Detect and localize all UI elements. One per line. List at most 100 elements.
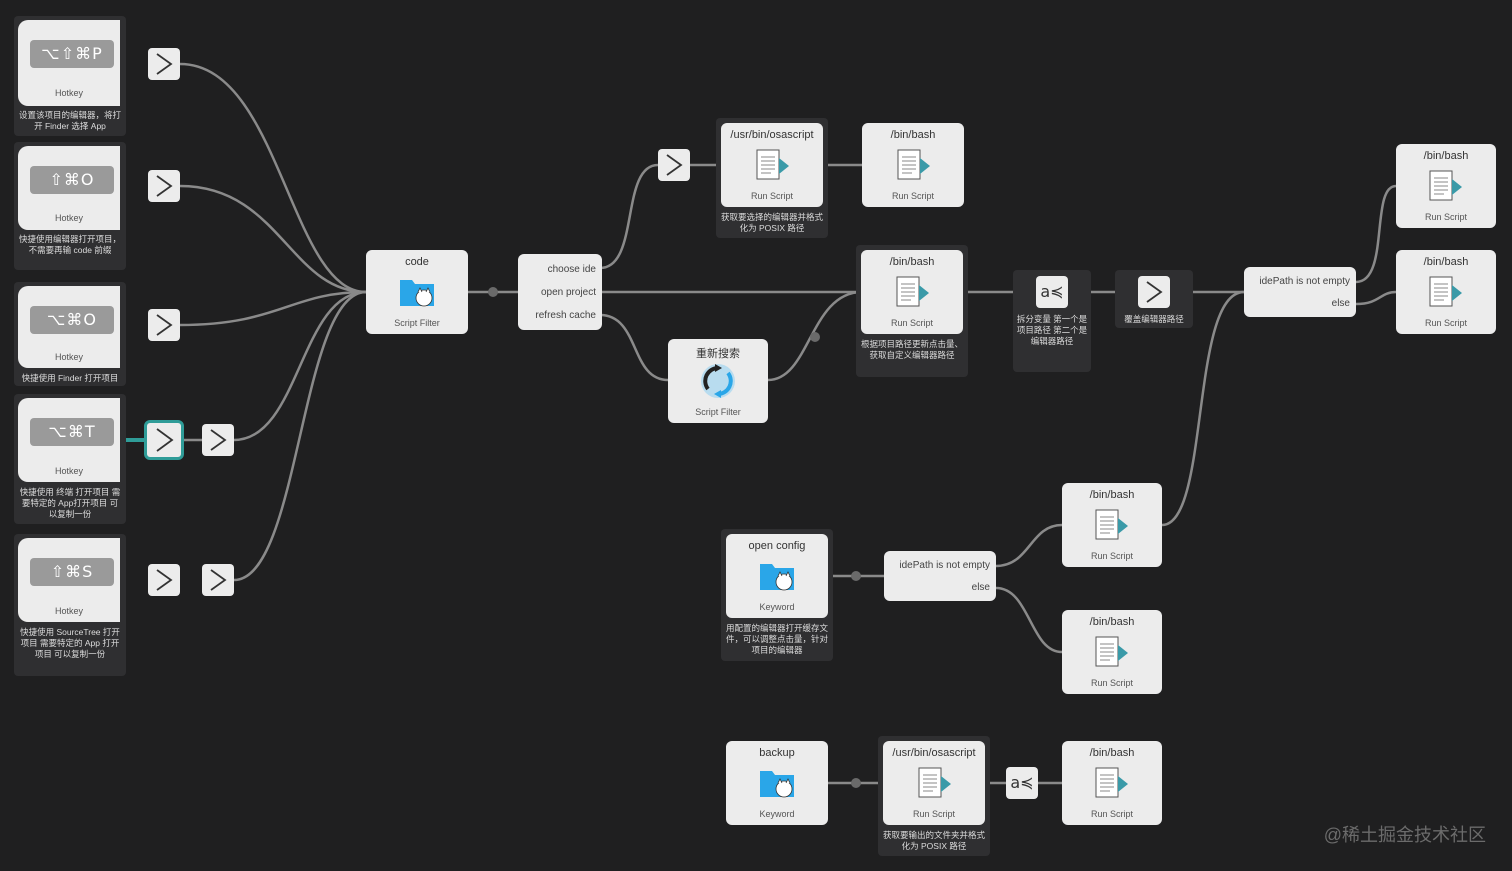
node-title: 重新搜索 bbox=[696, 348, 740, 360]
bash-node-7[interactable]: /bin/bash Run Script bbox=[1062, 741, 1162, 825]
bash-node-4[interactable]: /bin/bash Run Script bbox=[1396, 250, 1496, 334]
node-type-label: Hotkey bbox=[54, 213, 83, 223]
research-script-filter[interactable]: 重新搜索 Script Filter bbox=[668, 339, 768, 423]
chevron-right-icon bbox=[1146, 281, 1163, 303]
folder-cat-icon bbox=[760, 771, 794, 798]
arg-utility-arrow-6[interactable] bbox=[148, 564, 180, 596]
node-type-label: Run Script bbox=[1090, 678, 1134, 688]
run-script-icon bbox=[918, 767, 951, 798]
run-script-icon bbox=[896, 276, 929, 307]
run-script-icon bbox=[1095, 509, 1128, 540]
node-note: 用配置的编辑器打开缓存文件，可以调整点击量，针对项目的编辑器 bbox=[725, 623, 828, 655]
node-type-label: Run Script bbox=[1090, 809, 1134, 819]
choose-conditional[interactable]: choose ide open project refresh cache bbox=[518, 254, 602, 330]
override-node[interactable]: 覆盖编辑器路径 bbox=[1115, 270, 1193, 328]
node-title: /bin/bash bbox=[1089, 489, 1135, 501]
bash-node-5[interactable]: /bin/bash Run Script bbox=[1062, 483, 1162, 567]
split-args-box-2[interactable]: a≼ bbox=[1006, 767, 1038, 799]
condition-row: else bbox=[971, 582, 990, 593]
hotkey-card[interactable]: ⇧⌘S Hotkey bbox=[18, 538, 120, 622]
run-script-card[interactable]: /usr/bin/osascript Run Script bbox=[883, 741, 985, 825]
bash-node-3[interactable]: /bin/bash Run Script bbox=[1396, 144, 1496, 228]
node-type-label: Run Script bbox=[750, 191, 794, 201]
run-script-card[interactable]: /usr/bin/osascript Run Script bbox=[721, 123, 823, 207]
run-script-icon bbox=[756, 149, 789, 180]
condition-row: choose ide bbox=[547, 264, 596, 275]
open-config-node[interactable]: open config Keyword 用配置的编辑器打开缓存文件，可以调整点击… bbox=[721, 529, 833, 661]
node-note: 获取要输出的文件夹并格式化为 POSIX 路径 bbox=[882, 830, 985, 851]
hotkey-node-3[interactable]: ⌥⌘O Hotkey 快捷使用 Finder 打开项目 bbox=[14, 282, 126, 386]
node-note: 根据项目路径更新点击量、获取自定义编辑器路径 bbox=[860, 339, 963, 360]
node-title: /usr/bin/osascript bbox=[730, 129, 814, 141]
node-title: /usr/bin/osascript bbox=[892, 747, 976, 759]
node-note: 获取要选择的编辑器并格式化为 POSIX 路径 bbox=[720, 212, 823, 233]
idepath-conditional-2[interactable]: idePath is not empty else bbox=[884, 551, 996, 601]
node-type-label: Run Script bbox=[891, 191, 935, 201]
backup-keyword[interactable]: backup Keyword bbox=[726, 741, 828, 825]
split-args-icon: a≼ bbox=[1010, 773, 1034, 792]
watermark: @稀土掘金技术社区 bbox=[1323, 825, 1486, 845]
arg-utility-arrow-7[interactable] bbox=[202, 564, 234, 596]
hotkey-keys: ⌥⌘O bbox=[30, 306, 114, 334]
node-note: 快捷使用 SourceTree 打开项目 需要特定的 App 打开项目 可以复制… bbox=[20, 627, 120, 659]
osascript-node-1[interactable]: /usr/bin/osascript Run Script 获取要选择的编辑器并… bbox=[716, 118, 828, 238]
node-note: 快捷使用 Finder 打开项目 bbox=[21, 373, 119, 383]
folder-cat-icon bbox=[760, 564, 794, 591]
chevron-right-icon bbox=[156, 53, 173, 75]
node-type-label: Run Script bbox=[1090, 551, 1134, 561]
idepath-conditional-1[interactable]: idePath is not empty else bbox=[1244, 267, 1356, 317]
keyword-card[interactable]: open config Keyword bbox=[726, 534, 828, 618]
hotkey-node-4[interactable]: ⌥⌘T Hotkey 快捷使用 终端 打开项目 需要特定的 App打开项目 可以… bbox=[14, 394, 126, 524]
hotkey-node-2[interactable]: ⇧⌘O Hotkey 快捷使用编辑器打开项目，不需要再输 code 前缀 bbox=[14, 142, 126, 270]
arg-utility-arrow-3[interactable] bbox=[148, 309, 180, 341]
hotkey-node-5[interactable]: ⇧⌘S Hotkey 快捷使用 SourceTree 打开项目 需要特定的 Ap… bbox=[14, 534, 126, 676]
hotkey-keys: ⌥⌘T bbox=[30, 418, 114, 446]
bash-node-6[interactable]: /bin/bash Run Script bbox=[1062, 610, 1162, 694]
hotkey-keys: ⌥⇧⌘P bbox=[30, 40, 114, 68]
bash-node-1[interactable]: /bin/bash Run Script bbox=[862, 123, 964, 207]
split-args-node[interactable]: a≼ 拆分变量 第一个是项目路径 第二个是编辑器路径 bbox=[1013, 270, 1091, 372]
hotkey-node-1[interactable]: ⌥⇧⌘P Hotkey 设置该项目的编辑器，将打开 Finder 选择 App bbox=[14, 16, 126, 136]
node-type-label: Hotkey bbox=[54, 88, 83, 98]
hotkey-card[interactable]: ⌥⇧⌘P Hotkey bbox=[18, 20, 120, 106]
arg-utility-arrow-override[interactable] bbox=[1138, 276, 1170, 308]
junction-dot bbox=[488, 287, 498, 297]
arg-utility-arrow-8[interactable] bbox=[658, 149, 690, 181]
condition-row: refresh cache bbox=[535, 310, 596, 321]
refresh-icon bbox=[701, 364, 735, 398]
run-script-icon bbox=[1429, 170, 1462, 201]
run-script-icon bbox=[1095, 767, 1128, 798]
arg-utility-arrow-5[interactable] bbox=[202, 424, 234, 456]
node-type-label: Hotkey bbox=[54, 352, 83, 362]
split-args-box[interactable]: a≼ bbox=[1036, 276, 1068, 308]
arg-utility-arrow-2[interactable] bbox=[148, 170, 180, 202]
arg-utility-arrow-1[interactable] bbox=[148, 48, 180, 80]
arg-utility-arrow-selected[interactable] bbox=[144, 420, 184, 460]
junction-dot bbox=[851, 571, 861, 581]
node-title: /bin/bash bbox=[1423, 256, 1469, 268]
node-type-label: Run Script bbox=[1424, 212, 1468, 222]
node-type-label: Run Script bbox=[912, 809, 956, 819]
node-type-label: Hotkey bbox=[54, 606, 83, 616]
chevron-right-icon bbox=[156, 428, 174, 452]
node-title: /bin/bash bbox=[1423, 150, 1469, 162]
condition-row: else bbox=[1331, 298, 1350, 309]
node-note: 拆分变量 第一个是项目路径 第二个是编辑器路径 bbox=[1016, 314, 1088, 346]
node-type-label: Run Script bbox=[1424, 318, 1468, 328]
chevron-right-icon bbox=[156, 314, 173, 336]
node-title: open config bbox=[748, 540, 806, 552]
run-script-card[interactable]: /bin/bash Run Script bbox=[861, 250, 963, 334]
code-script-filter[interactable]: code Script Filter bbox=[366, 250, 468, 334]
chevron-right-icon bbox=[156, 569, 173, 591]
hotkey-card[interactable]: ⌥⌘T Hotkey bbox=[18, 398, 120, 482]
node-note: 快捷使用 终端 打开项目 需要特定的 App打开项目 可以复制一份 bbox=[19, 487, 121, 519]
node-note: 快捷使用编辑器打开项目，不需要再输 code 前缀 bbox=[18, 234, 121, 255]
hotkey-keys: ⇧⌘O bbox=[30, 166, 114, 194]
bash-node-2[interactable]: /bin/bash Run Script 根据项目路径更新点击量、获取自定义编辑… bbox=[856, 245, 968, 377]
split-args-icon: a≼ bbox=[1040, 282, 1064, 301]
osascript-node-2[interactable]: /usr/bin/osascript Run Script 获取要输出的文件夹并… bbox=[878, 736, 990, 856]
chevron-right-icon bbox=[156, 175, 173, 197]
hotkey-card[interactable]: ⌥⌘O Hotkey bbox=[18, 286, 120, 368]
hotkey-card[interactable]: ⇧⌘O Hotkey bbox=[18, 146, 120, 230]
run-script-icon bbox=[1429, 276, 1462, 307]
